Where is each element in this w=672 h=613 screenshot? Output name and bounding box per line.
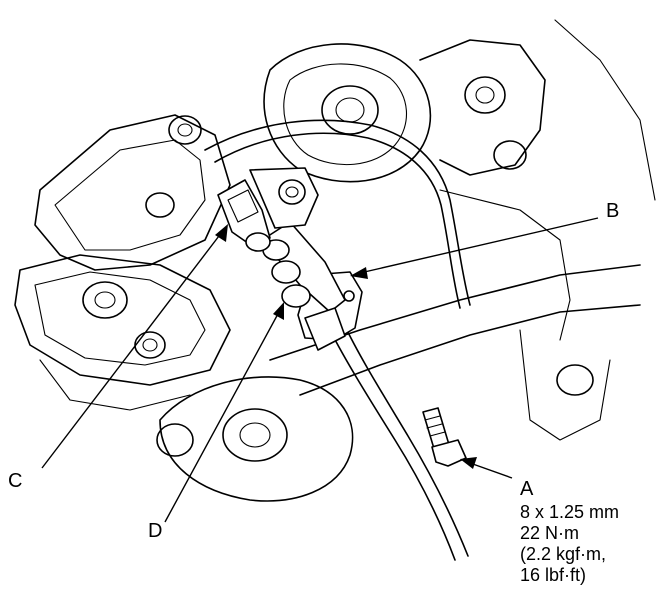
flange-bolt-a bbox=[422, 407, 467, 467]
bolt-size: 8 x 1.25 mm bbox=[520, 502, 620, 522]
hose-clip bbox=[217, 167, 319, 252]
sensor-cable bbox=[329, 323, 469, 561]
callout-label-b: B bbox=[606, 200, 620, 222]
callout-label-d: D bbox=[148, 520, 163, 542]
lower-arm bbox=[156, 264, 641, 502]
torque-nm: 22 N·m bbox=[520, 523, 580, 543]
torque-lbfft: 16 lbf·ft) bbox=[520, 565, 587, 585]
callout-label-a: A bbox=[520, 478, 534, 500]
torque-kgfm: (2.2 kgf·m, bbox=[520, 544, 607, 564]
callout-label-c: C bbox=[8, 470, 23, 492]
sensor-grommets bbox=[261, 221, 346, 351]
brake-caliper bbox=[14, 114, 231, 411]
torque-spec-a: 8 x 1.25 mm 22 N·m (2.2 kgf·m, 16 lbf·ft… bbox=[520, 502, 619, 586]
callout-leaders bbox=[41, 217, 599, 523]
